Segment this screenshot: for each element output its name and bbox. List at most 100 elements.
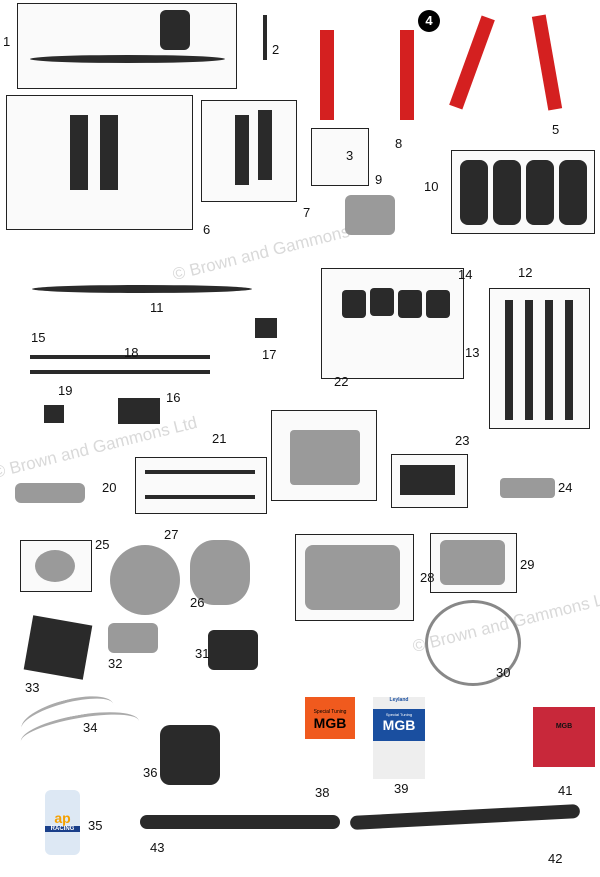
book-brand: Leyland <box>389 697 409 703</box>
label-33: 33 <box>25 680 40 695</box>
book-subtitle: Special Tuning <box>385 712 413 717</box>
label-26: 26 <box>190 595 205 610</box>
label-38: 38 <box>315 785 330 800</box>
tie-bar <box>145 470 255 474</box>
book-title: MGB <box>313 715 347 731</box>
label-2: 2 <box>272 42 280 57</box>
anti-roll-bar <box>30 370 210 374</box>
red-shock <box>449 15 495 110</box>
label-24: 24 <box>558 480 573 495</box>
red-shock <box>531 14 563 111</box>
label-28: 28 <box>420 570 435 585</box>
book-special-tuning-38: Special Tuning MGB <box>305 697 355 777</box>
label-42: 42 <box>548 851 563 866</box>
label-35: 35 <box>88 818 103 833</box>
bolts <box>500 478 555 498</box>
gasket-set <box>440 540 505 585</box>
coil-spring <box>160 10 190 50</box>
starter-motor <box>160 725 220 785</box>
label-13: 13 <box>465 345 480 360</box>
label-15: 15 <box>31 330 46 345</box>
bush <box>44 405 64 423</box>
leaf-spring <box>30 55 225 63</box>
coil-spring <box>559 160 587 225</box>
label-32: 32 <box>108 656 123 671</box>
label-29: 29 <box>520 557 535 572</box>
tie-bars-box <box>135 457 267 514</box>
label-39: 39 <box>394 781 409 796</box>
label-4: 4 <box>418 10 440 32</box>
book-title: MGB <box>382 717 416 733</box>
book-title: MGB <box>555 723 573 730</box>
anti-roll-bar <box>30 355 210 359</box>
label-7: 7 <box>303 205 311 220</box>
label-19: 19 <box>58 383 73 398</box>
coil-spring <box>460 160 488 225</box>
red-shock <box>320 30 334 120</box>
shock-kit-box <box>6 95 193 230</box>
exhaust-silencer <box>140 815 340 829</box>
leaf-spring-kit-box <box>17 3 237 89</box>
bush <box>370 288 394 316</box>
label-22: 22 <box>334 374 349 389</box>
bush-plate <box>118 398 160 424</box>
bush <box>426 290 450 318</box>
crownwheel <box>35 550 75 582</box>
label-8: 8 <box>395 136 403 151</box>
book-workshop-manual-41: MGB <box>533 707 595 767</box>
tie-bar <box>145 495 255 499</box>
label-21: 21 <box>212 431 227 446</box>
pads <box>400 465 455 495</box>
label-9: 9 <box>375 172 383 187</box>
label-36: 36 <box>143 765 158 780</box>
link <box>565 300 573 420</box>
book-special-tuning-39: Leyland Special Tuning MGB <box>373 697 425 779</box>
gas-shock <box>100 115 118 190</box>
label-6: 6 <box>203 222 211 237</box>
shock <box>235 115 249 185</box>
bush <box>342 290 366 318</box>
bush <box>255 318 277 338</box>
bushes-box <box>321 268 464 379</box>
label-25: 25 <box>95 537 110 552</box>
label-30: 30 <box>496 665 511 680</box>
coil-spring <box>526 160 554 225</box>
book-subtitle: Special Tuning <box>313 709 347 715</box>
lever-arm <box>345 195 395 235</box>
link <box>505 300 513 420</box>
label-17: 17 <box>262 347 277 362</box>
label-12: 12 <box>518 265 533 280</box>
fluid-brand: ap <box>54 810 71 826</box>
fluid-sub: RACING <box>45 826 80 832</box>
clamp <box>15 483 85 503</box>
label-43: 43 <box>150 840 165 855</box>
exhaust-silencer <box>349 803 581 831</box>
label-18: 18 <box>124 345 139 360</box>
label-31: 31 <box>195 646 210 661</box>
shock <box>258 110 272 180</box>
differential <box>110 545 180 615</box>
brake-shoes <box>425 600 521 686</box>
label-16: 16 <box>166 390 181 405</box>
drop-link <box>263 15 267 60</box>
label-20: 20 <box>102 480 117 495</box>
label-1: 1 <box>3 34 11 49</box>
label-34: 34 <box>83 720 98 735</box>
coil-spring <box>493 160 521 225</box>
label-27: 27 <box>164 527 179 542</box>
label-11: 11 <box>150 300 164 315</box>
red-shock <box>400 30 414 120</box>
pad-box <box>23 615 93 680</box>
differential <box>190 540 250 605</box>
brake-pads <box>108 623 158 653</box>
mounts-box <box>311 128 369 186</box>
label-41: 41 <box>558 783 573 798</box>
label-23: 23 <box>455 433 470 448</box>
gas-shock <box>70 115 88 190</box>
leaf-spring <box>32 285 252 293</box>
bracket <box>290 430 360 485</box>
label-5: 5 <box>552 122 560 137</box>
link <box>545 300 553 420</box>
